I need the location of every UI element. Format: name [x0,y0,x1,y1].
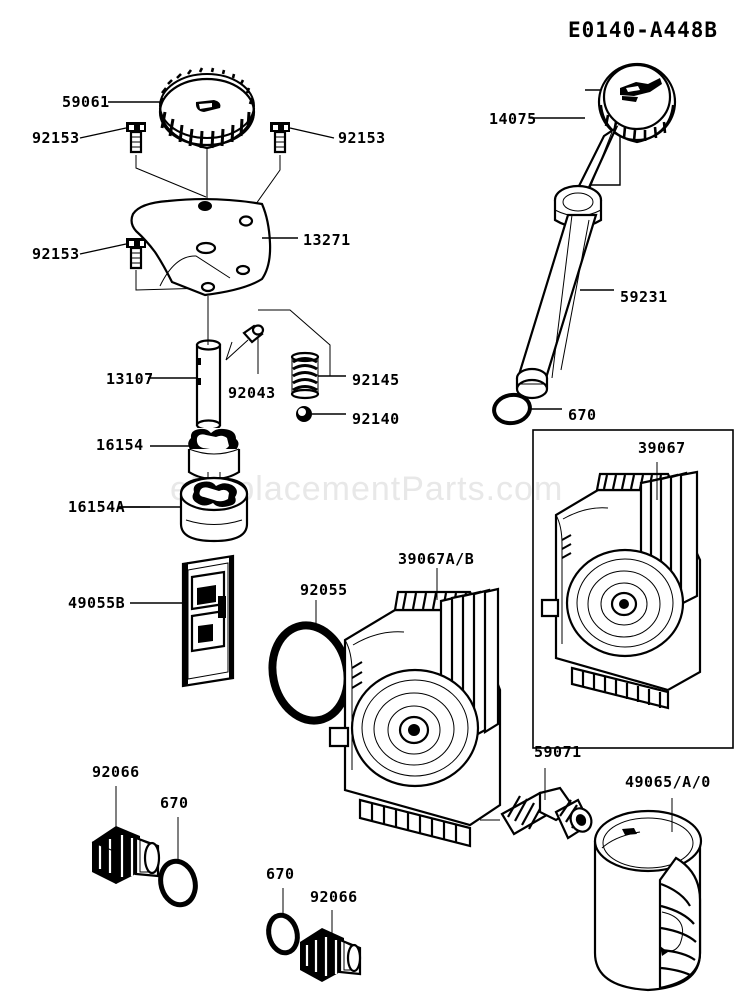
callout-92153-ll: 92153 [32,245,80,263]
leader-92153-ur [289,127,335,139]
callout-14075: 14075 [489,110,537,128]
bolt-92153-lower-left [126,238,146,270]
callout-92153-ur: 92153 [338,129,386,147]
callout-39067: 39067 [638,439,686,457]
oil-filter-49065 [593,809,703,992]
pump-shaft-13107 [195,339,222,431]
callout-670-lower: 670 [266,865,295,883]
assembly-line-bolt-ul [135,155,207,198]
diagram-title: E0140-A448B [568,18,719,42]
callout-49065: 49065/A/0 [625,773,711,791]
callout-92145: 92145 [352,371,400,389]
callout-16154: 16154 [96,436,144,454]
assembly-line-bolt-ur [245,155,281,219]
assembly-line-bolt-ll [135,270,209,291]
callout-92043: 92043 [228,384,276,402]
boxed-region-39067 [532,429,734,749]
dowel-pin-92043 [225,324,265,361]
o-ring-670-dipstick [492,392,532,426]
callout-670-left: 670 [160,794,189,812]
drain-plug-92066-lower [300,928,362,982]
dipstick-cap-14075 [597,62,677,144]
callout-13271: 13271 [303,231,351,249]
bolt-92153-upper-right [270,122,290,154]
callout-92055: 92055 [300,581,348,599]
leader-92153-ll [79,243,127,255]
callout-39067AB: 39067A/B [398,550,475,568]
callout-13107: 13107 [106,370,154,388]
o-ring-92055 [268,621,352,725]
callout-49055B: 49055B [68,594,126,612]
o-ring-670-lower [266,912,300,956]
oil-filter-nipple-59071 [500,786,593,840]
callout-92140: 92140 [352,410,400,428]
dipstick-tube-59231 [515,124,619,400]
drain-plug-92066-left [91,826,161,884]
callout-92066-left: 92066 [92,763,140,781]
bolt-92153-upper-left [126,122,146,154]
gasket-plate-49055B [181,554,235,688]
relief-spring-92145 [290,351,320,400]
callout-59071: 59071 [534,743,582,761]
oil-pump-housing-39067AB [328,587,502,848]
callout-92066-lower: 92066 [310,888,358,906]
callout-92153-ul: 92153 [32,129,80,147]
gear-59061 [158,67,256,150]
outer-rotor-16154A [179,476,249,543]
callout-59061: 59061 [62,93,110,111]
leader-92153-ul [79,127,127,139]
inner-rotor-16154 [187,428,241,481]
oil-pump-housing-39067 [540,470,702,710]
relief-ball-92140 [296,406,312,422]
callout-59231: 59231 [620,288,668,306]
bracket-13271 [130,197,272,297]
o-ring-670-left [158,858,198,908]
callout-16154A: 16154A [68,498,126,516]
callout-670-dipstick: 670 [568,406,597,424]
